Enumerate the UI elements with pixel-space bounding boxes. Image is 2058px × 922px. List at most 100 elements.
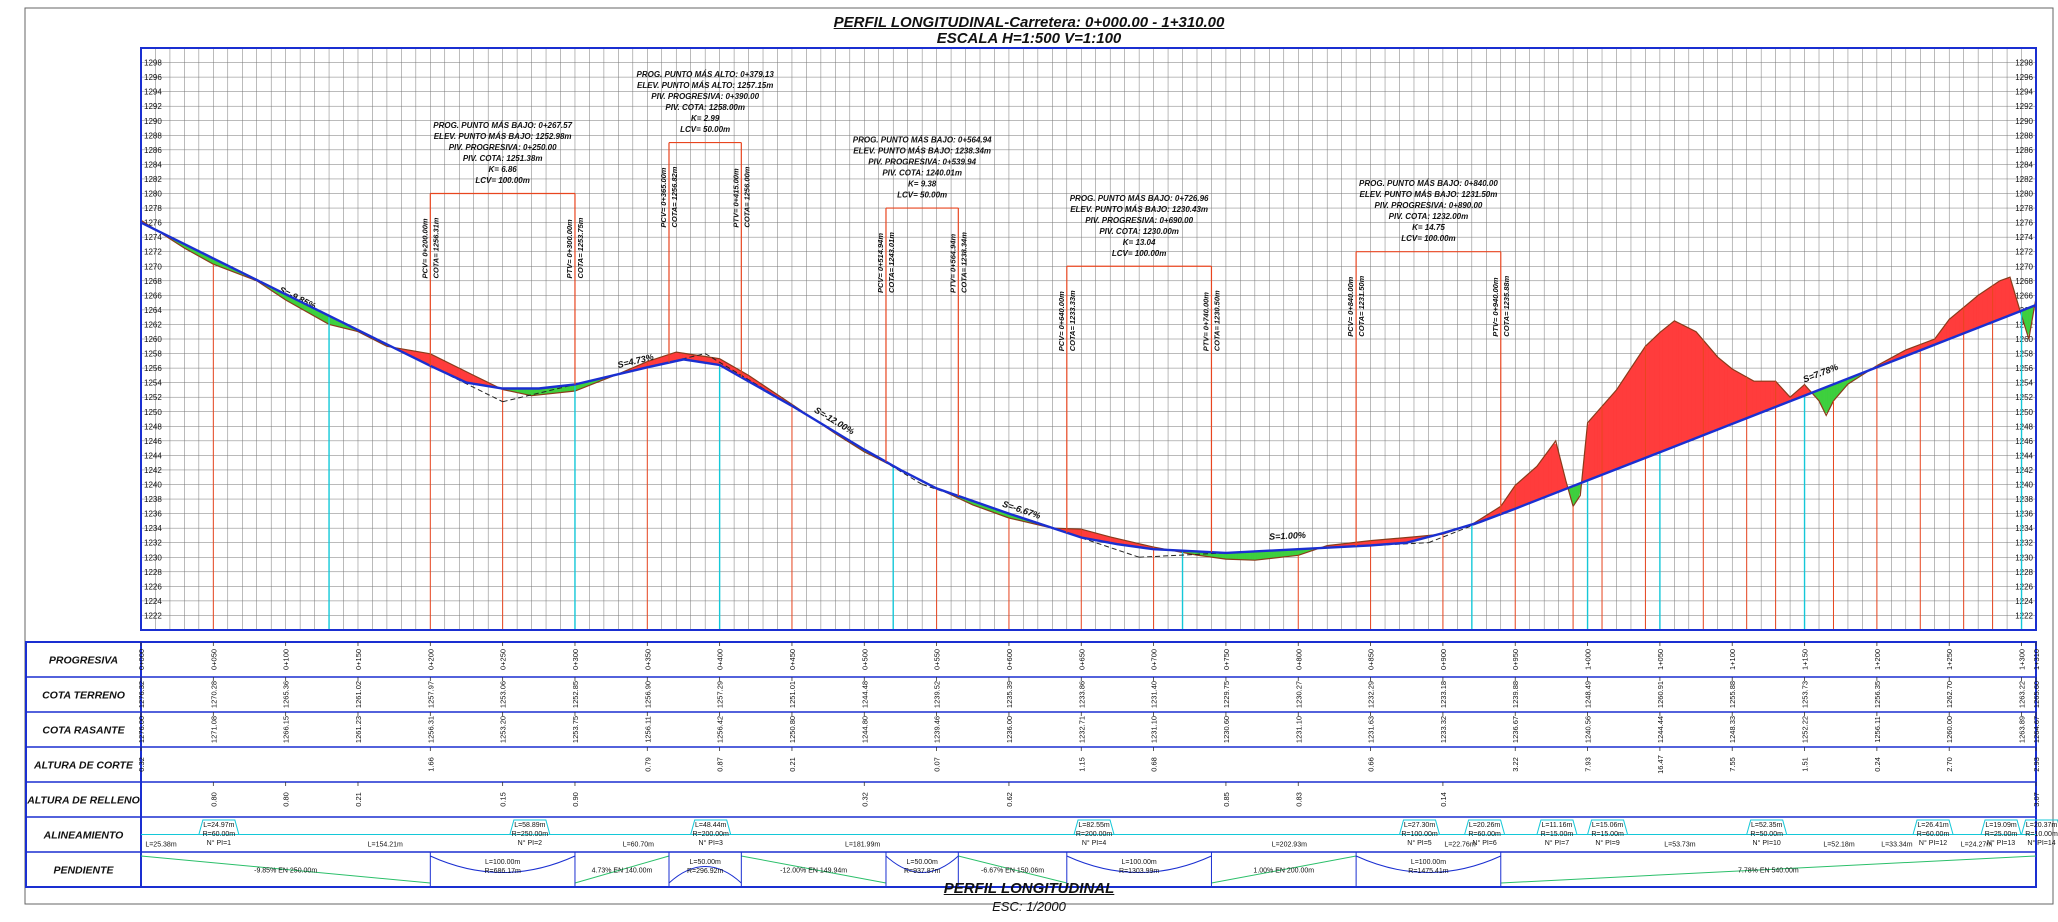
y-tick-label-right: 1226	[2015, 582, 2033, 591]
table-cell-value: 1233.86	[1077, 681, 1086, 708]
table-cell-value: 0+300	[571, 649, 580, 670]
alignment-label: L=202.93m	[1272, 842, 1307, 849]
alignment-curve-mark	[1536, 819, 1578, 835]
table-cell-value: 3.22	[1511, 757, 1520, 772]
table-cell-value: 1251.01	[788, 681, 797, 708]
vcurve-cota-label: COTA= 1235.88m	[1502, 275, 1511, 336]
table-cell-value: 1231.10	[1150, 716, 1159, 743]
vcurve-cota-label: COTA= 1256.00m	[742, 166, 751, 227]
alignment-label: N° PI=13	[1987, 839, 2015, 847]
vcurve-data-line: LCV= 50.00m	[680, 125, 730, 134]
table-cell-value: 16.47	[1656, 755, 1665, 774]
y-tick-label-left: 1232	[144, 539, 162, 548]
y-tick-label-right: 1266	[2015, 291, 2033, 300]
table-cell-value: 1256.11	[1873, 716, 1882, 743]
table-cell-value: 1240.56	[1584, 716, 1593, 743]
table-cell-value: 1239.46	[933, 716, 942, 743]
table-cell-value: 1265.36	[282, 681, 291, 708]
alignment-label: L=58.89m	[514, 822, 545, 829]
table-cell-value: 0.21	[354, 792, 363, 807]
vcurve-arc	[668, 866, 742, 884]
alignment-label: N° PI=4	[1082, 839, 1107, 847]
y-tick-label-right: 1232	[2015, 539, 2033, 548]
footer-title: PERFIL LONGITUDINAL	[943, 880, 1115, 897]
table-cell-value: 1230.27	[1294, 681, 1303, 708]
vcurve-station-label: PTV= 0+740.00m	[1201, 292, 1210, 352]
table-cell-value: 0.14	[1439, 792, 1448, 807]
y-tick-label-left: 1222	[144, 611, 162, 620]
alignment-curve-mark	[1587, 819, 1629, 835]
vcurve-radius-label: R=296.92m	[687, 868, 724, 875]
y-tick-label-right: 1256	[2015, 364, 2033, 373]
alignment-curve-mark	[509, 819, 551, 835]
y-tick-label-left: 1224	[144, 597, 162, 606]
alignment-label: L=25.38m	[145, 842, 176, 849]
vcurve-data-line: PROG. PUNTO MÁS BAJO: 0+564.94	[853, 136, 992, 145]
vcurve-data-line: PIV. COTA: 1232.00m	[1389, 212, 1469, 221]
vcurve-data-line: LCV= 100.00m	[475, 176, 529, 185]
table-cell-value: 0.68	[1150, 757, 1159, 772]
alignment-label: L=22.76m	[1444, 842, 1475, 849]
grade-line	[140, 221, 2037, 555]
alignment-curve-mark	[690, 819, 732, 835]
table-cell-value: 1.51	[1801, 757, 1810, 772]
y-tick-label-left: 1254	[144, 379, 162, 388]
table-cell-value: 0.07	[933, 757, 942, 772]
y-tick-label-right: 1270	[2015, 262, 2033, 271]
alignment-label: N° PI=7	[1545, 839, 1570, 847]
table-cell-value: 1231.63	[1367, 716, 1376, 743]
vcurve-data-line: PIV. PROGRESIVA: 0+250.00	[449, 143, 557, 152]
y-tick-label-right: 1286	[2015, 146, 2033, 155]
table-cell-value: 1233.32	[1439, 716, 1448, 743]
y-tick-label-right: 1296	[2015, 73, 2033, 82]
y-tick-label-left: 1266	[144, 291, 162, 300]
vcurve-data-line: PROG. PUNTO MÁS BAJO: 0+840.00	[1359, 179, 1498, 188]
alignment-label: N° PI=5	[1407, 839, 1432, 847]
vcurve-station-label: PTV= 0+940.00m	[1491, 277, 1500, 337]
table-cell-value: 0+050	[209, 649, 218, 670]
vcurve-station-label: PCV= 0+200.00m	[420, 218, 429, 278]
y-tick-label-right: 1292	[2015, 102, 2033, 111]
alignment-label: L=26.41m	[1917, 822, 1948, 829]
alignment-label: R=200.00m	[692, 831, 729, 838]
vcurve-station-label: PCV= 0+640.00m	[1057, 291, 1066, 351]
vcurve-data-line: K= 13.04	[1123, 238, 1156, 247]
table-cell-value: 1+100	[1728, 649, 1737, 670]
table-cell-value: 1.66	[426, 757, 435, 772]
vcurve-data-line: LCV= 50.00m	[897, 191, 947, 200]
table-cell-value: 7.93	[1584, 757, 1593, 772]
table-cell-value: 2.93	[2032, 757, 2041, 772]
vcurve-length-label: L=100.00m	[1411, 859, 1446, 866]
table-cell-value: 0+200	[426, 649, 435, 670]
alignment-label: R=200.00m	[1076, 831, 1113, 838]
vcurve-station-label: PCV= 0+840.00m	[1346, 276, 1355, 336]
y-tick-label-left: 1264	[144, 306, 162, 315]
table-cell-value: 0.80	[209, 792, 218, 807]
table-cell-value: 1276.00	[137, 716, 146, 743]
table-row-label: ALTURA DE RELLENO	[26, 795, 140, 807]
grade-tangent-label: 7.78% EN 540.00m	[1738, 868, 1799, 875]
table-cell-value: 0+450	[788, 649, 797, 670]
alignment-label: N° PI=10	[1753, 839, 1781, 847]
vcurve-cota-label: COTA= 1256.31m	[431, 217, 440, 278]
alignment-label: L=24.27m	[1961, 842, 1992, 849]
alignment-label: R=15.00m	[1541, 831, 1574, 838]
y-tick-label-left: 1290	[144, 117, 162, 126]
table-cell-value: 0+750	[1222, 649, 1231, 670]
vcurve-data-line: K= 6.86	[489, 165, 518, 174]
grade-tangent-label: -6.67% EN 150.06m	[981, 868, 1044, 875]
alignment-label: L=48.44m	[695, 822, 726, 829]
table-cell-value: 0+800	[1294, 649, 1303, 670]
alignment-label: L=24.97m	[203, 822, 234, 829]
slope-label: S=7.78%	[1802, 362, 1840, 385]
alignment-curve-mark	[1464, 819, 1506, 835]
alignment-label: L=60.70m	[623, 842, 654, 849]
y-tick-label-left: 1244	[144, 451, 162, 460]
table-row-label: PENDIENTE	[53, 865, 114, 877]
vcurve-data-line: PIV. PROGRESIVA: 0+539.94	[868, 158, 976, 167]
vcurve-arc	[1066, 855, 1212, 873]
vcurve-cota-label: COTA= 1253.75m	[576, 217, 585, 278]
drawing-title: PERFIL LONGITUDINAL-Carretera: 0+000.00 …	[833, 14, 1225, 31]
alignment-label: L=11.16m	[1542, 822, 1573, 829]
y-tick-label-left: 1242	[144, 466, 162, 475]
